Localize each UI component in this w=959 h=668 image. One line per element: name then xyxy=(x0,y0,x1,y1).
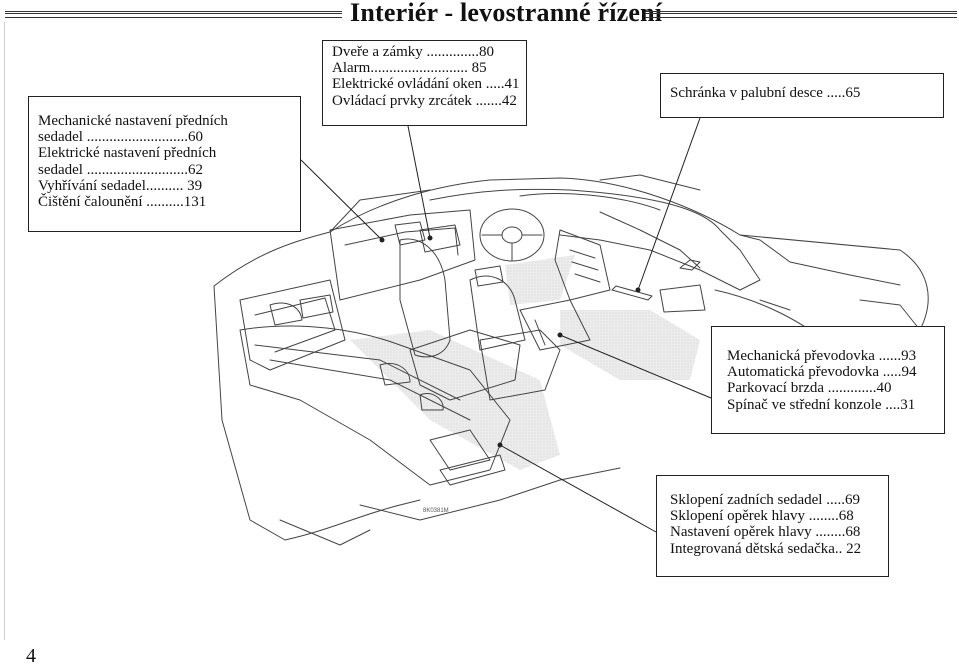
callout-seats-line: Elektrické nastavení předních xyxy=(38,145,217,162)
front-floor-area xyxy=(560,310,700,380)
callout-transmission: Mechanická převodovka ......93 Automatic… xyxy=(711,326,945,434)
callout-doors-line: Dveře a zámky ..............80 xyxy=(332,44,495,60)
callout-rear-seats-line: Sklopení zadních sedadel .....69 xyxy=(670,492,860,508)
rear-bench xyxy=(239,325,511,486)
rear-floor-edge xyxy=(279,519,371,546)
front-door xyxy=(329,209,476,301)
title-rule-left xyxy=(5,11,342,18)
callout-rear-seats-line: Sklopení opěrek hlavy ........68 xyxy=(670,508,854,525)
page-margin-line xyxy=(4,22,5,640)
leader-doors xyxy=(407,125,431,239)
callout-transmission-line: Mechanická převodovka ......93 xyxy=(727,348,917,364)
rear-floor-area xyxy=(350,330,560,470)
callout-glovebox: Schránka v palubní desce .....65 xyxy=(660,73,944,118)
lower-body xyxy=(359,467,621,521)
rear-door xyxy=(239,279,346,371)
driver-footwell xyxy=(505,255,575,305)
leader-seats xyxy=(300,159,383,241)
callout-doors: Dveře a zámky ..............80 Alarm....… xyxy=(322,40,527,126)
callout-rear-seats-line: Integrovaná dětská sedačka.. 22 xyxy=(670,540,862,557)
illustration-code: 8K0381M xyxy=(423,508,449,514)
leader-transmission xyxy=(559,334,712,399)
title-rule-right xyxy=(645,11,957,18)
callout-seats-line: Vyhřívání sedadel.......... 39 xyxy=(38,177,203,194)
callout-transmission-line: Automatická převodovka .....94 xyxy=(727,364,917,381)
leader-rear-seats xyxy=(499,444,657,533)
body-outline xyxy=(213,177,929,331)
callout-transmission-line: Spínač ve střední konzole ....31 xyxy=(727,396,916,413)
page-number: 4 xyxy=(26,645,36,667)
callout-glovebox-line: Schránka v palubní desce .....65 xyxy=(670,85,861,101)
callout-rear-seats: Sklopení zadních sedadel .....69 Sklopen… xyxy=(656,475,889,577)
callout-seats-line: sedadel ...........................60 xyxy=(38,129,203,146)
callout-seats-line: Mechanické nastavení předních xyxy=(38,113,228,129)
passenger-seat xyxy=(469,275,526,351)
callout-doors-line: Elektrické ovládání oken .....41 xyxy=(332,76,520,93)
dashboard xyxy=(429,188,761,291)
left-sill xyxy=(213,285,421,541)
callout-doors-line: Alarm.......................... 85 xyxy=(332,60,487,77)
callout-seats: Mechanické nastavení předních sedadel ..… xyxy=(28,96,301,232)
callout-seats-line: sedadel ...........................62 xyxy=(38,161,203,178)
callout-seats-line: Čištění čalounění ..........131 xyxy=(38,194,207,211)
leader-glovebox xyxy=(637,117,701,291)
page-title: Interiér - levostranné řízení xyxy=(350,0,663,27)
callout-transmission-line: Parkovací brzda .............40 xyxy=(727,380,892,397)
callout-rear-seats-line: Nastavení opěrek hlavy ........68 xyxy=(670,524,861,541)
callout-doors-line: Ovládací prvky zrcátek .......42 xyxy=(332,92,517,109)
